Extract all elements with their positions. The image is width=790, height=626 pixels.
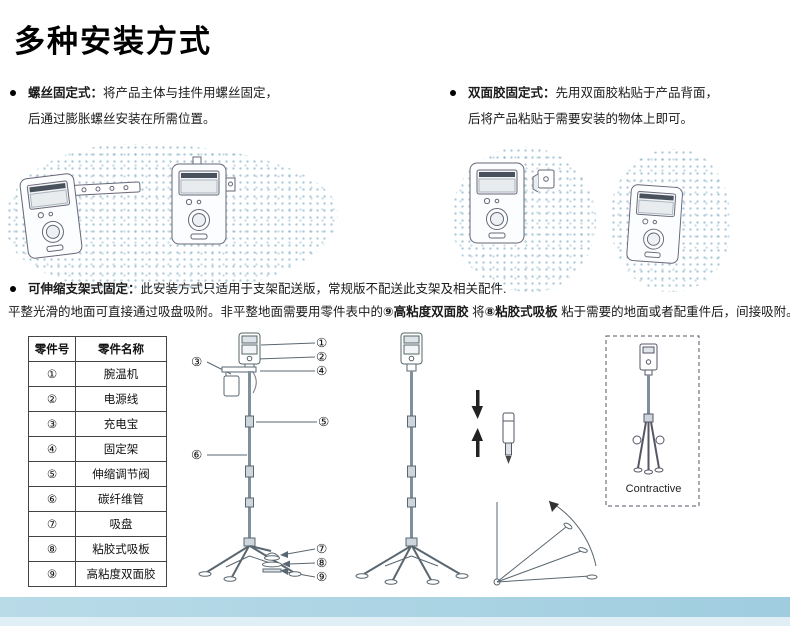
stand-note: 平整光滑的地面可直接通过吸盘吸附。非平整地面需要用零件表中的⑨高粘度双面胶 将⑧… (8, 302, 790, 322)
page-title: 多种安装方式 (14, 24, 212, 59)
tube-segment (502, 412, 515, 464)
method-screw: 螺丝固定式：将产品主体与挂件用螺丝固定， 后通过膨胀螺丝安装在所需位置。 (10, 80, 370, 132)
note-part-8: ⑧粘胶式吸板 (484, 305, 558, 319)
note-text-1: 平整光滑的地面可直接通过吸盘吸附。非平整地面需要用零件表中的 (8, 305, 384, 319)
speckle-background-right (452, 147, 596, 292)
part-no-cell: ② (28, 386, 76, 412)
note-text-3: 粘于需要的地面或者配重件后，间接吸附。 (557, 305, 790, 319)
note-part-9: ⑨高粘度双面胶 (383, 305, 469, 319)
method-stand: 可伸缩支架式固定：此安装方式只适用于支架配送版，常规版不配送此支架及相关配件. (10, 276, 788, 302)
part-name-cell: 粘胶式吸板 (75, 536, 167, 562)
speckle-background-left (6, 144, 338, 294)
part-name-cell: 固定架 (75, 436, 167, 462)
part-name-cell: 高粘度双面胶 (75, 561, 167, 587)
part-no-cell: ⑦ (28, 511, 76, 537)
callout-7: ⑦ (316, 542, 328, 556)
callout-9: ⑨ (316, 570, 328, 584)
callout-8: ⑧ (316, 556, 328, 570)
callout-3: ③ (191, 355, 203, 369)
callout-5: ⑤ (318, 415, 330, 429)
bullet-icon (10, 90, 16, 96)
part-no-cell: ⑤ (28, 461, 76, 487)
part-no-cell: ① (28, 361, 76, 387)
method-tape-label: 双面胶固定式： (468, 86, 556, 100)
method-screw-label: 螺丝固定式： (28, 86, 104, 100)
col-part-name: 零件名称 (75, 336, 167, 362)
method-tape-line2: 后将产品粘贴于需要安装的物体上即可。 (468, 112, 694, 126)
table-header-row: 零件号 零件名称 (28, 336, 167, 362)
method-screw-line1: 将产品主体与挂件用螺丝固定， (103, 86, 279, 100)
callout-6: ⑥ (191, 448, 203, 462)
part-name-cell: 腕温机 (75, 361, 167, 387)
method-stand-line1: 此安装方式只适用于支架配送版，常规版不配送此支架及相关配件. (140, 282, 507, 296)
part-no-cell: ③ (28, 411, 76, 437)
footer-bar (0, 597, 790, 617)
telescope-arrows (471, 390, 483, 457)
speckle-background-far-right (610, 149, 730, 292)
callout-2: ② (316, 350, 328, 364)
part-no-cell: ⑧ (28, 536, 76, 562)
part-name-cell: 充电宝 (75, 411, 167, 437)
part-no-cell: ④ (28, 436, 76, 462)
contractive-stand-diagram (605, 335, 700, 507)
part-name-cell: 吸盘 (75, 511, 167, 537)
part-name-cell: 伸缩调节阀 (75, 461, 167, 487)
callout-4: ④ (316, 364, 328, 378)
part-name-cell: 碳纤维管 (75, 486, 167, 512)
part-no-cell: ⑨ (28, 561, 76, 587)
bullet-icon (450, 90, 456, 96)
method-tape: 双面胶固定式：先用双面胶粘贴于产品背面， 后将产品粘贴于需要安装的物体上即可。 (450, 80, 780, 132)
leg-fold-diagram (493, 500, 598, 586)
method-stand-label: 可伸缩支架式固定： (28, 282, 141, 296)
stand-full-left (198, 332, 317, 582)
col-part-no: 零件号 (28, 336, 76, 362)
note-text-2: 将 (468, 305, 485, 319)
part-name-cell: 电源线 (75, 386, 167, 412)
part-no-cell: ⑥ (28, 486, 76, 512)
stand-full-center (355, 332, 469, 585)
footer-bar-lower (0, 617, 790, 626)
callout-1: ① (316, 336, 328, 350)
contractive-label: Contractive (625, 483, 682, 495)
method-tape-line1: 先用双面胶粘贴于产品背面， (555, 86, 719, 100)
bullet-icon (10, 286, 16, 292)
method-screw-line2: 后通过膨胀螺丝安装在所需位置。 (28, 112, 216, 126)
